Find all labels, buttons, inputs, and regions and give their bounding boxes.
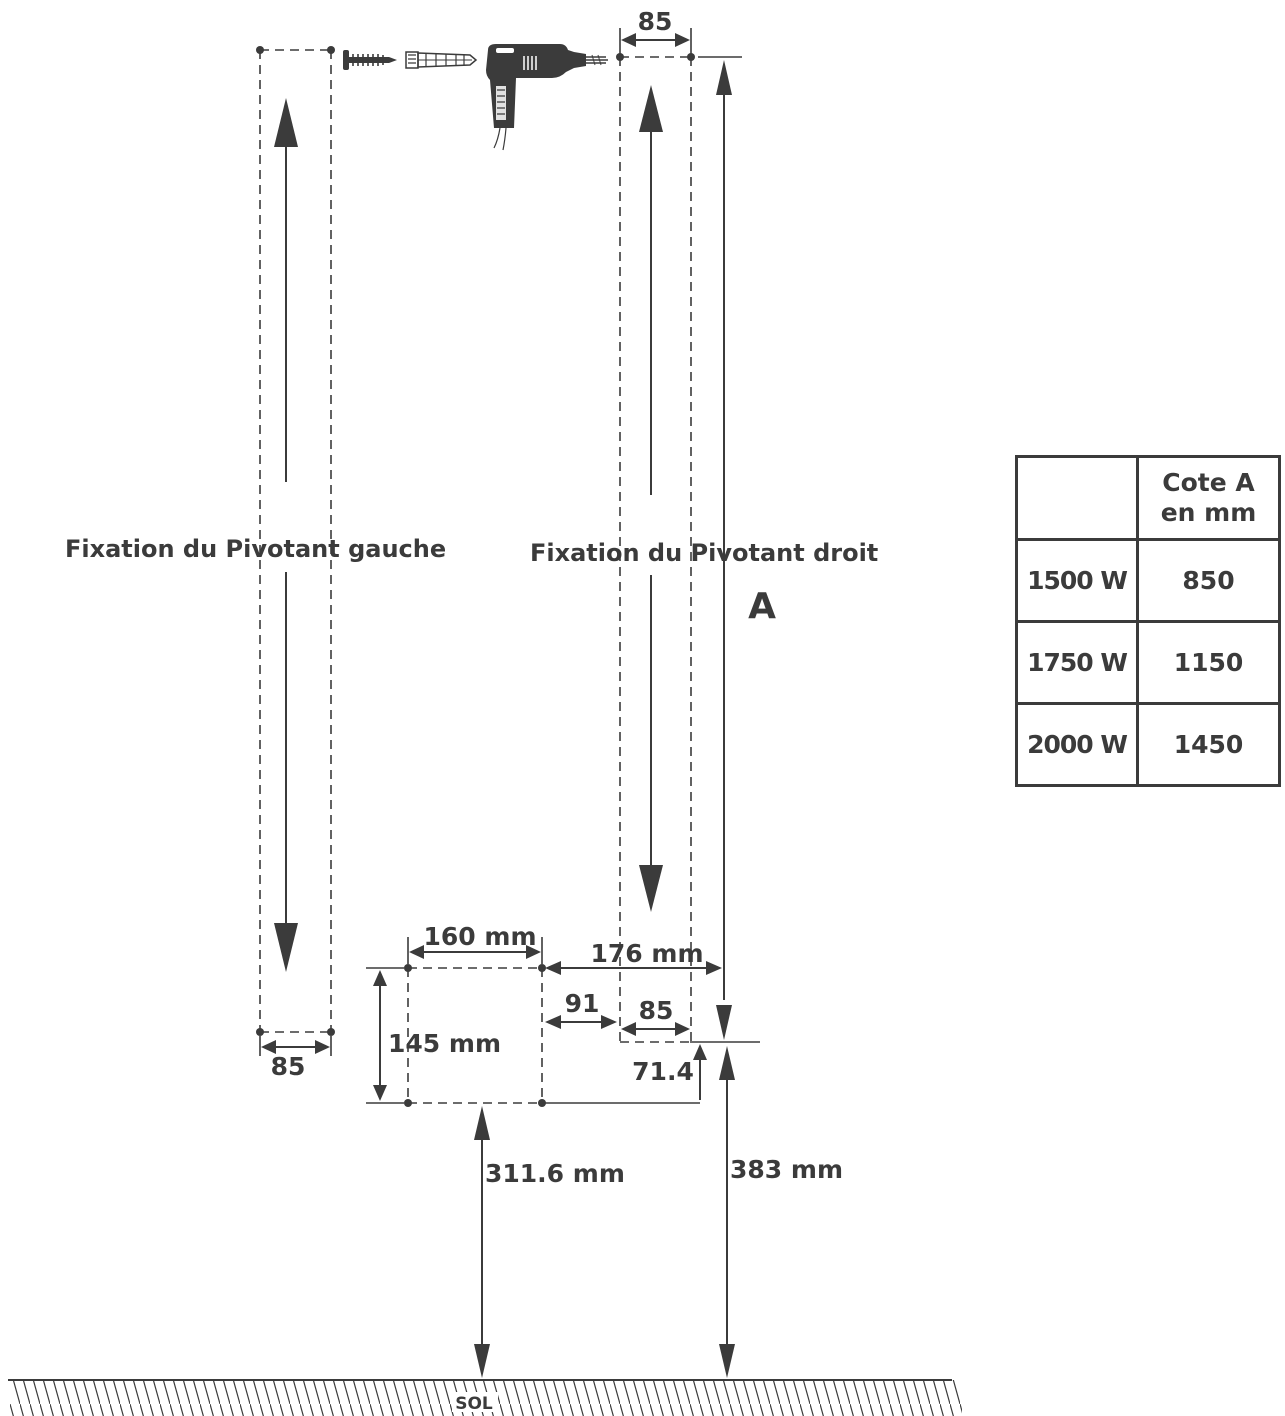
box-height-label: 145 mm xyxy=(388,1029,501,1058)
right-travel-arrow xyxy=(639,85,663,912)
table-power-cell: 1750 W xyxy=(1015,620,1139,705)
table-value-cell: 1450 xyxy=(1136,702,1281,787)
right-to-floor-label: 383 mm xyxy=(730,1155,843,1184)
offset-label: 71.4 xyxy=(632,1057,694,1086)
bottom-left-spacing-dimension: 85 xyxy=(259,1036,332,1081)
floor-label: SOL xyxy=(455,1394,493,1414)
cote-a-dimension: A xyxy=(698,56,776,1040)
table-power-cell: 2000 W xyxy=(1015,702,1139,787)
box-to-right-label: 176 mm xyxy=(591,939,704,968)
table-header-line-1: Cote A xyxy=(1162,468,1255,497)
top-spacing-dimension: 85 xyxy=(619,7,692,55)
box-to-right-dimension: 176 mm xyxy=(545,939,722,975)
bracket-box xyxy=(404,964,546,1107)
table-row: 1500 W 850 xyxy=(1015,538,1281,623)
left-fixation-title: Fixation du Pivotant gauche xyxy=(65,535,446,563)
box-width-label: 160 mm xyxy=(424,922,537,951)
wall-plug-icon xyxy=(405,51,478,69)
table-header-cote: Cote A en mm xyxy=(1136,455,1281,541)
bottom-left-spacing-label: 85 xyxy=(271,1052,306,1081)
table-power-cell: 1500 W xyxy=(1015,538,1139,623)
table-row: 2000 W 1450 xyxy=(1015,702,1281,787)
gap-label: 91 xyxy=(565,989,600,1018)
table-value-cell: 1150 xyxy=(1136,620,1281,705)
top-spacing-label: 85 xyxy=(638,7,673,36)
offset-dimension: 71.4 xyxy=(542,1044,707,1104)
table-header-line-2: en mm xyxy=(1160,498,1257,527)
inner-spacing-label: 85 xyxy=(639,996,674,1025)
drill-icon xyxy=(486,44,608,151)
left-travel-arrow xyxy=(274,98,298,972)
cote-a-table: Cote A en mm 1500 W 850 1750 W 1150 2000… xyxy=(1015,455,1281,787)
box-width-dimension: 160 mm xyxy=(407,922,543,964)
gap-dimension: 91 xyxy=(545,989,617,1029)
table-value-cell: 850 xyxy=(1136,538,1281,623)
right-fixation-zone xyxy=(616,53,695,1043)
floor: SOL xyxy=(8,1379,962,1416)
right-fixation-title: Fixation du Pivotant droit xyxy=(530,539,878,567)
box-to-floor-label: 311.6 mm xyxy=(485,1159,625,1188)
table-header-row: Cote A en mm xyxy=(1015,455,1281,541)
table-header-empty xyxy=(1015,455,1139,541)
inner-spacing-dimension: 85 xyxy=(621,996,690,1036)
screw-icon xyxy=(343,50,397,70)
cote-a-label: A xyxy=(748,586,776,627)
table-row: 1750 W 1150 xyxy=(1015,620,1281,705)
left-fixation-zone xyxy=(256,46,335,1036)
box-height-dimension: 145 mm xyxy=(366,967,501,1104)
box-to-floor-dimension: 311.6 mm xyxy=(474,1106,625,1378)
right-to-floor-dimension: 383 mm xyxy=(690,1041,843,1378)
